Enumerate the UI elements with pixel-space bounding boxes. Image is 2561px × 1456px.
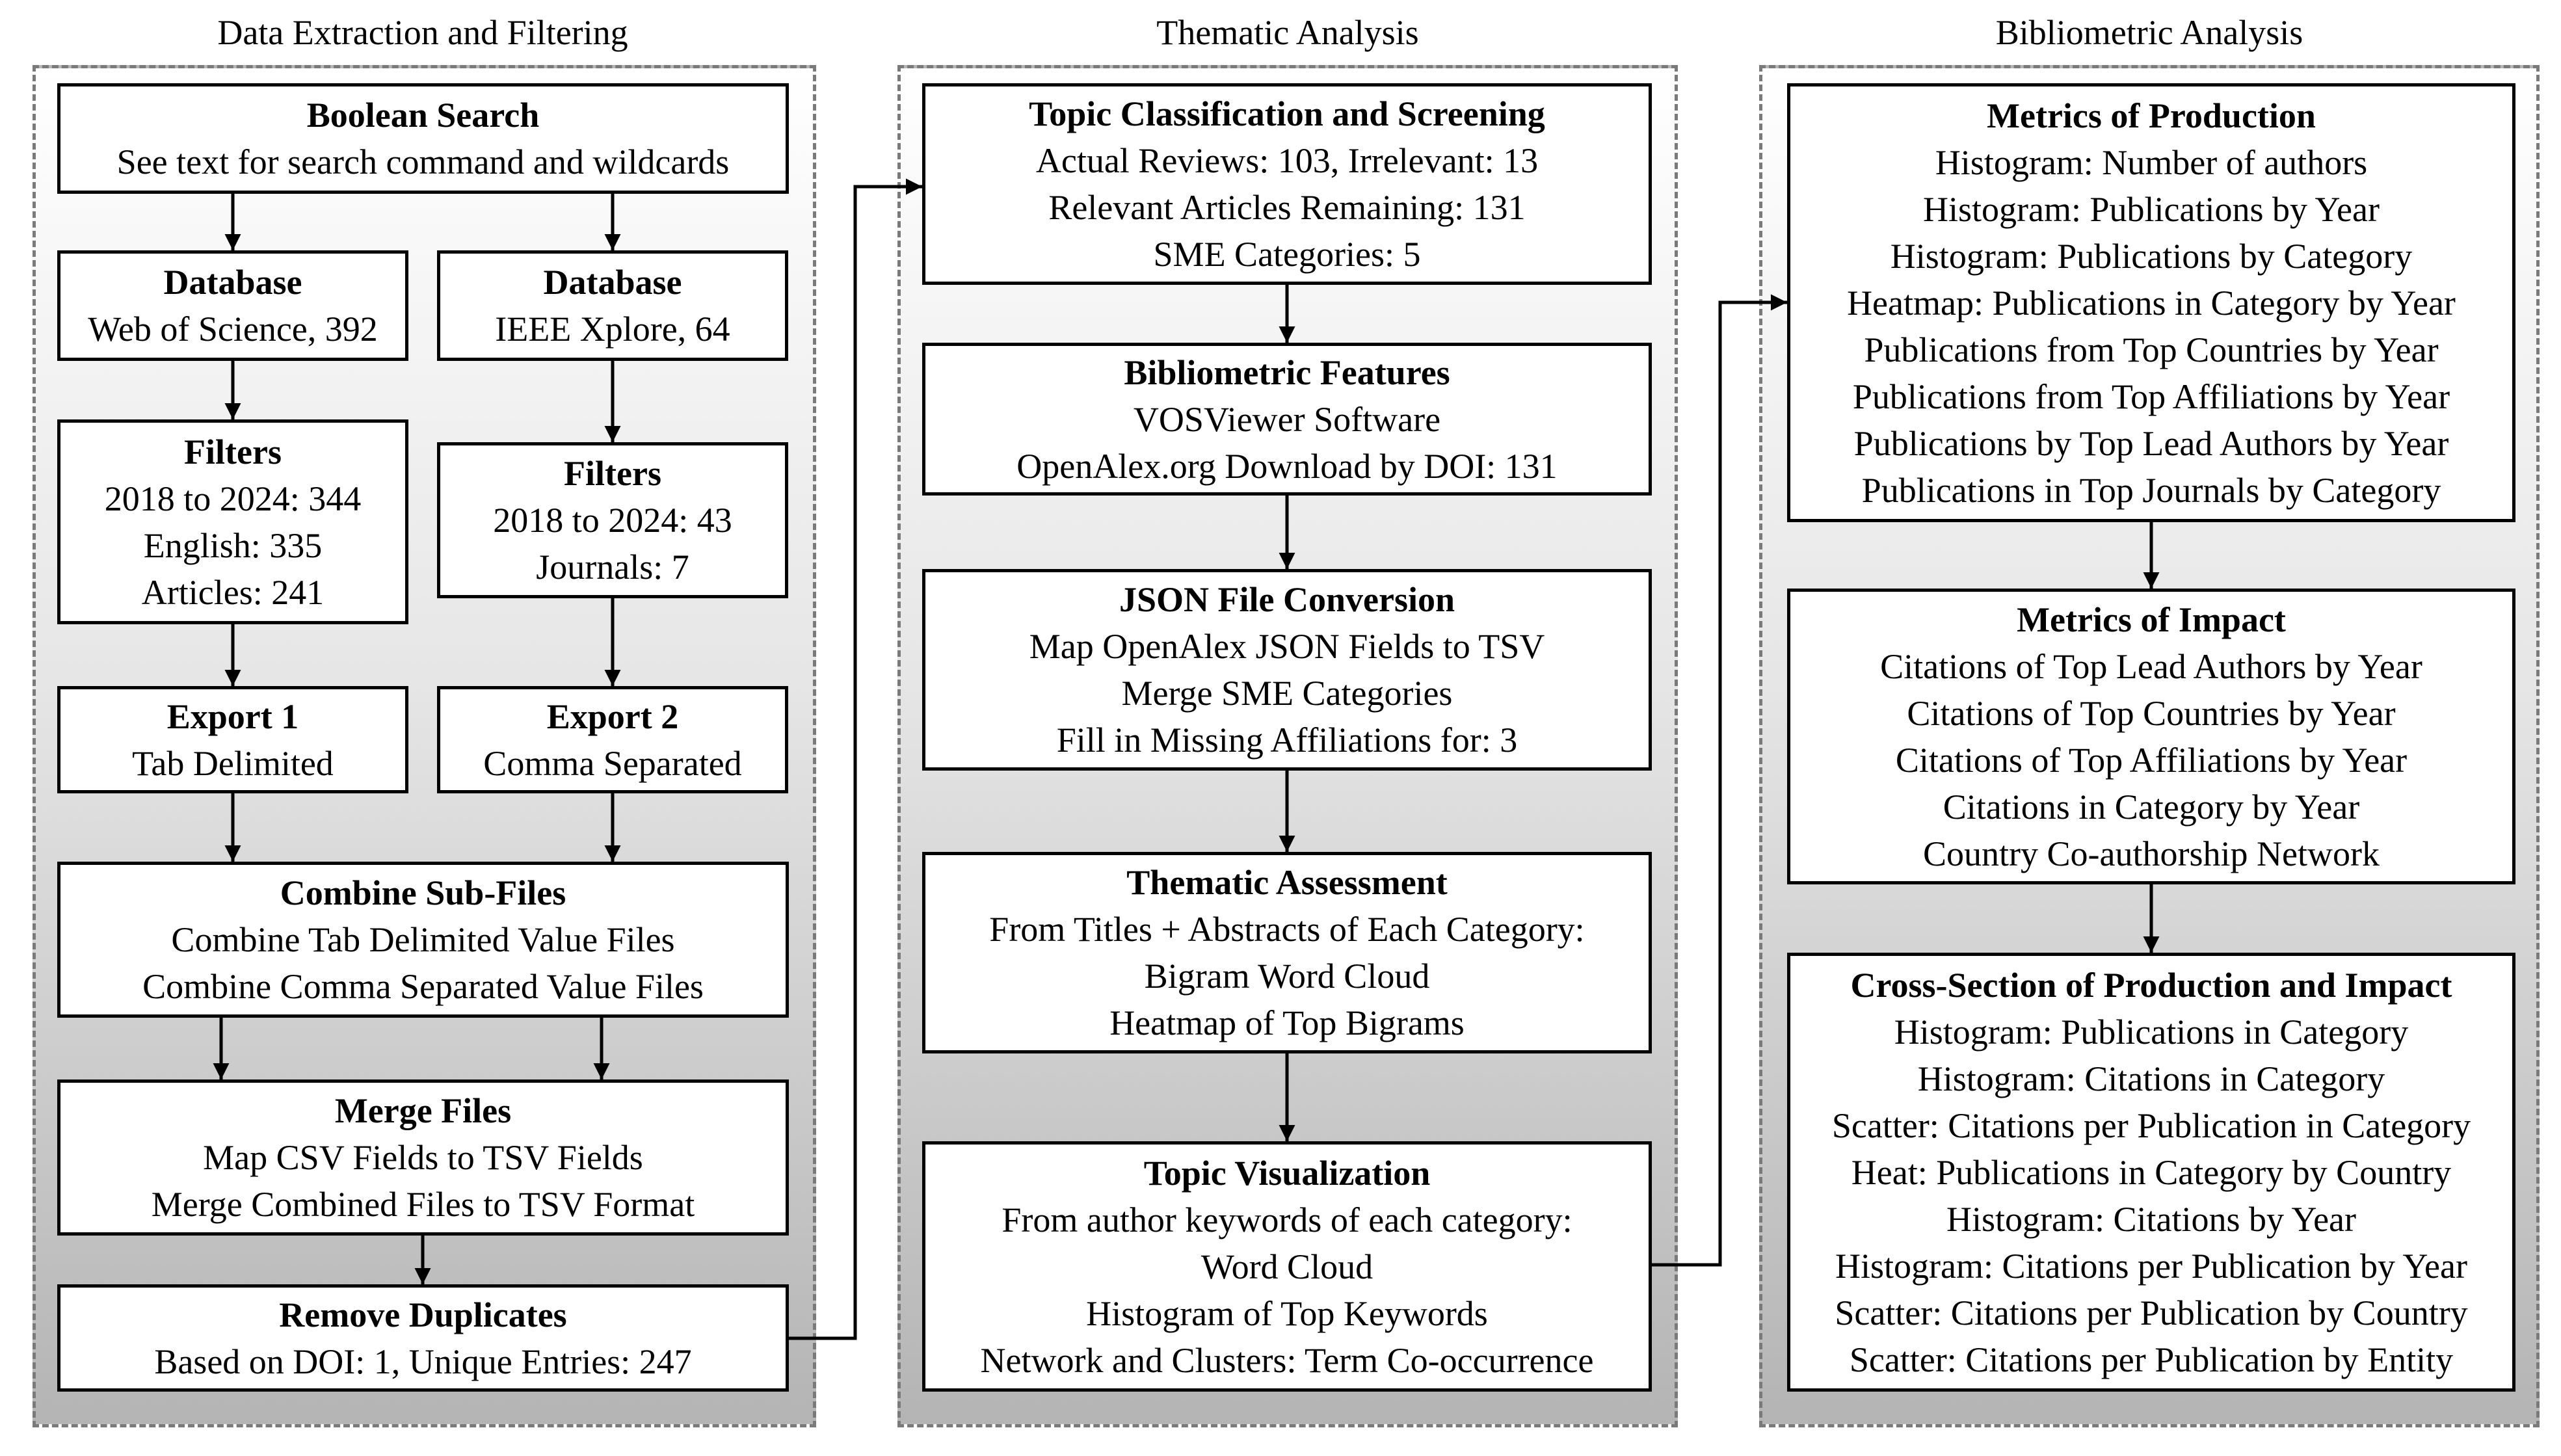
node-line: Scatter: Citations per Publication by En… [1849, 1340, 2454, 1379]
node-line: Citations of Top Countries by Year [1907, 693, 2396, 733]
node-line: Combine Tab Delimited Value Files [171, 920, 675, 959]
node-line: Publications from Top Countries by Year [1864, 330, 2439, 369]
node-line: Heatmap of Top Bigrams [1109, 1003, 1465, 1042]
node-title: Topic Classification and Screening [1029, 94, 1545, 133]
node-title: Export 1 [166, 696, 299, 736]
node-filters-ieee: Filters 2018 to 2024: 43 Journals: 7 [437, 442, 788, 598]
node-title: Remove Duplicates [279, 1295, 567, 1334]
node-line: SME Categories: 5 [1153, 235, 1421, 274]
node-title: Metrics of Impact [2017, 600, 2286, 639]
node-export-1: Export 1 Tab Delimited [57, 686, 408, 793]
arrow-topic-vis-to-metrics-prod [1652, 294, 1787, 1267]
node-line: Relevant Articles Remaining: 131 [1048, 188, 1526, 227]
node-line: Histogram: Citations by Year [1946, 1199, 2356, 1239]
node-title: Thematic Assessment [1126, 863, 1448, 902]
node-line: Comma Separated [483, 743, 742, 783]
node-line: Histogram: Citations per Publication by … [1835, 1246, 2467, 1286]
node-line: Publications from Top Affiliations by Ye… [1852, 377, 2450, 416]
node-title: Filters [564, 454, 661, 493]
node-line: Scatter: Citations per Publication in Ca… [1831, 1105, 2471, 1145]
column-title-thematic-analysis: Thematic Analysis [1156, 13, 1419, 52]
node-line: From author keywords of each category: [1002, 1200, 1572, 1239]
node-line: From Titles + Abstracts of Each Category… [989, 910, 1585, 949]
node-line: Histogram: Citations in Category [1917, 1059, 2385, 1098]
node-line: Journals: 7 [536, 548, 689, 587]
node-line: Articles: 241 [141, 572, 325, 612]
node-line: Tab Delimited [132, 743, 334, 783]
node-line: Histogram: Publications in Category [1894, 1012, 2409, 1052]
node-line: Scatter: Citations per Publication by Co… [1835, 1293, 2468, 1332]
node-line: Actual Reviews: 103, Irrelevant: 13 [1035, 141, 1539, 180]
node-title: Database [163, 263, 302, 302]
node-line: Word Cloud [1201, 1247, 1373, 1286]
node-line: VOSViewer Software [1133, 399, 1441, 439]
node-title: Filters [184, 432, 282, 471]
node-line: See text for search command and wildcard… [116, 142, 730, 181]
node-line: Country Co-authorship Network [1923, 834, 2380, 873]
node-title: Export 2 [546, 696, 679, 736]
node-line: Histogram: Publications by Year [1923, 189, 2380, 229]
node-line: 2018 to 2024: 43 [493, 501, 732, 540]
column-title-bibliometric-analysis: Bibliometric Analysis [1995, 13, 2303, 52]
node-line: Publications by Top Lead Authors by Year [1853, 423, 2449, 463]
node-line: Histogram: Publications by Category [1890, 236, 2413, 276]
node-line: Web of Science, 392 [88, 310, 378, 349]
node-line: Heat: Publications in Category by Countr… [1851, 1152, 2452, 1192]
node-line: IEEE Xplore, 64 [495, 310, 730, 349]
node-line: Citations of Top Affiliations by Year [1895, 740, 2408, 780]
node-title: Bibliometric Features [1124, 352, 1450, 392]
node-title: Metrics of Production [1987, 96, 2316, 135]
node-title: Cross-Section of Production and Impact [1850, 965, 2452, 1005]
node-title: Combine Sub-Files [280, 873, 566, 912]
node-line: Combine Comma Separated Value Files [142, 967, 704, 1006]
node-title: Boolean Search [306, 96, 540, 135]
node-line: Map CSV Fields to TSV Fields [203, 1138, 643, 1177]
arrow-remove-to-topic-class [789, 178, 922, 1340]
node-line: Publications in Top Journals by Category [1861, 470, 2441, 510]
node-line: Fill in Missing Affiliations for: 3 [1056, 721, 1518, 760]
node-title: Topic Visualization [1143, 1153, 1431, 1193]
node-line: Citations in Category by Year [1943, 787, 2360, 827]
node-line: Bigram Word Cloud [1144, 957, 1430, 996]
node-line: 2018 to 2024: 344 [104, 479, 362, 518]
node-export-2: Export 2 Comma Separated [437, 686, 788, 793]
node-line: Map OpenAlex JSON Fields to TSV [1029, 627, 1545, 666]
node-line: Network and Clusters: Term Co-occurrence [980, 1340, 1594, 1380]
column-title-data-extraction: Data Extraction and Filtering [217, 13, 628, 52]
node-line: Based on DOI: 1, Unique Entries: 247 [154, 1342, 692, 1381]
node-line: Histogram of Top Keywords [1086, 1293, 1488, 1333]
node-title: JSON File Conversion [1119, 580, 1455, 619]
node-line: Merge Combined Files to TSV Format [151, 1185, 695, 1224]
node-line: Merge SME Categories [1121, 674, 1453, 713]
node-line: Histogram: Number of authors [1935, 142, 2368, 182]
node-line: Heatmap: Publications in Category by Yea… [1847, 283, 2456, 323]
node-line: OpenAlex.org Download by DOI: 131 [1016, 446, 1558, 486]
node-title: Merge Files [334, 1091, 512, 1130]
node-line: Citations of Top Lead Authors by Year [1880, 646, 2422, 686]
node-title: Database [543, 263, 682, 302]
node-line: English: 335 [143, 525, 323, 565]
